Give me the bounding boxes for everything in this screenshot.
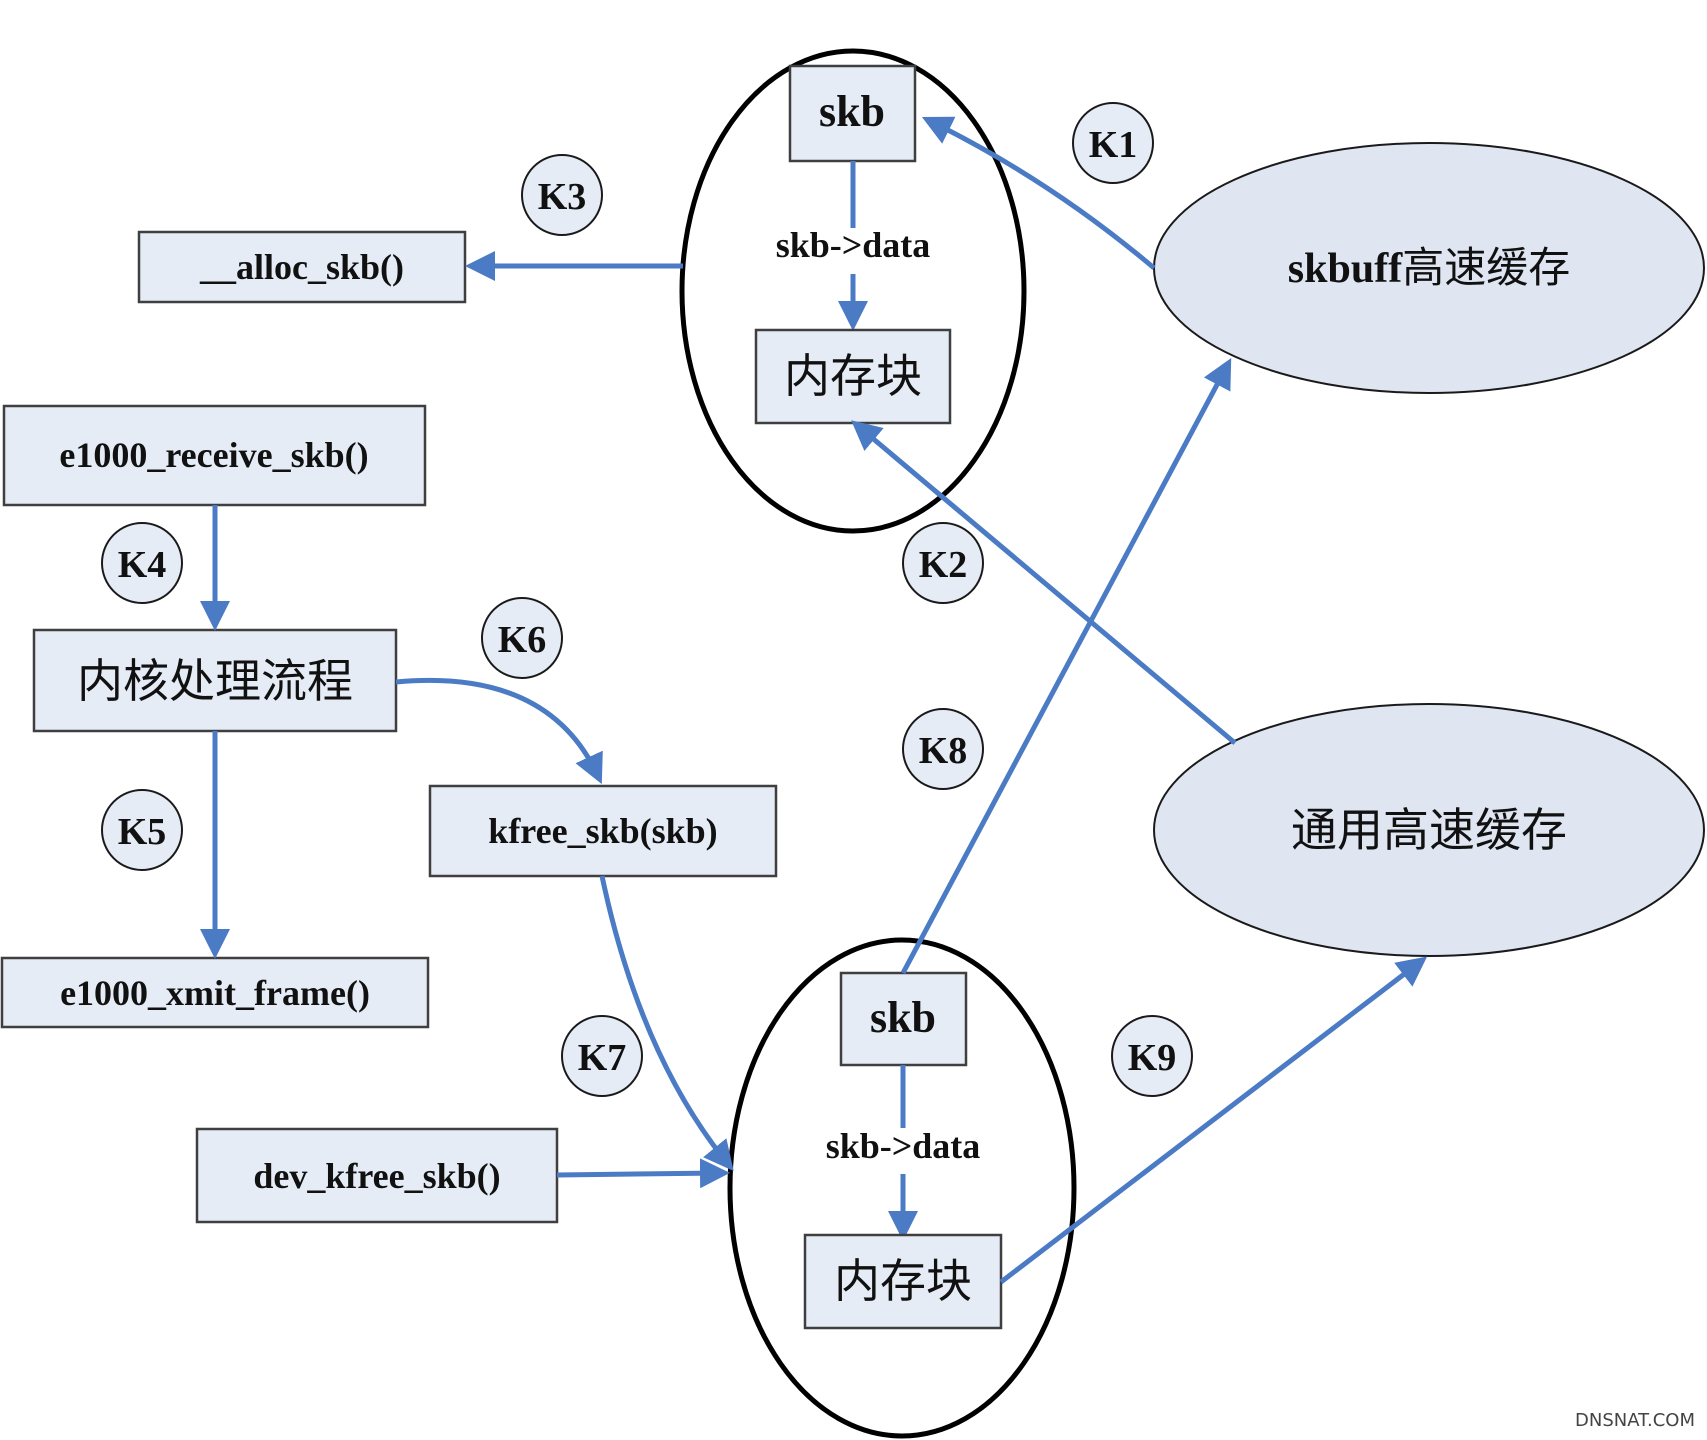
dev-kfree-skb-label: dev_kfree_skb() bbox=[253, 1156, 500, 1196]
top-memory-block-label: 内存块 bbox=[784, 349, 922, 403]
step-k5: K5 bbox=[101, 789, 183, 871]
kfree-skb-box[interactable] bbox=[428, 784, 778, 878]
step-k1: K1 bbox=[1072, 102, 1154, 184]
top-pointer-label: skb->data bbox=[776, 225, 931, 265]
top-group-outline bbox=[679, 48, 1027, 534]
receive-skb-label: e1000_receive_skb() bbox=[59, 435, 368, 475]
skbuff-cache-suffix: 高速缓存 bbox=[1402, 243, 1570, 292]
bottom-memory-block-label: 内存块 bbox=[834, 1254, 972, 1308]
dev-kfree-arrow bbox=[556, 1158, 730, 1189]
bottom-skb-group: skb skb->data 内存块 bbox=[727, 937, 1077, 1439]
k9-arrow bbox=[999, 956, 1428, 1284]
skbuff-cache-name: skbuff bbox=[1288, 246, 1403, 292]
k1-arrow bbox=[921, 116, 1156, 270]
xmit-frame-box[interactable] bbox=[0, 956, 430, 1029]
dev-kfree-skb-box[interactable] bbox=[195, 1127, 559, 1224]
bottom-pointer-label: skb->data bbox=[826, 1126, 981, 1166]
top-skb-group: skb skb->data 内存块 bbox=[679, 48, 1027, 534]
k2-arrow bbox=[851, 420, 1237, 745]
step-k4-label: K4 bbox=[118, 544, 167, 586]
step-k9-label: K9 bbox=[1128, 1037, 1177, 1079]
bottom-group-outline bbox=[727, 937, 1077, 1439]
bottom-skb-label: skb bbox=[870, 993, 936, 1042]
step-k2-label: K2 bbox=[919, 544, 968, 586]
xmit-frame-label: e1000_xmit_frame() bbox=[60, 973, 370, 1013]
kfree-skb-label: kfree_skb(skb) bbox=[488, 811, 717, 851]
step-k3: K3 bbox=[521, 154, 603, 236]
alloc-skb-box[interactable] bbox=[137, 230, 467, 304]
step-k3-label: K3 bbox=[538, 176, 587, 218]
alloc-skb-label: __alloc_skb() bbox=[199, 247, 404, 287]
bottom-memory-block[interactable] bbox=[803, 1233, 1003, 1330]
watermark-text: DNSNAT.COM bbox=[1575, 1410, 1695, 1431]
step-k5-label: K5 bbox=[118, 811, 167, 853]
step-k6: K6 bbox=[481, 597, 563, 679]
bottom-skb-box[interactable] bbox=[839, 971, 968, 1067]
step-k1-label: K1 bbox=[1089, 124, 1138, 166]
k6-arrow bbox=[395, 677, 603, 785]
step-k8-label: K8 bbox=[919, 730, 968, 772]
top-skb-label: skb bbox=[819, 87, 885, 136]
step-k8: K8 bbox=[902, 708, 984, 790]
step-k7: K7 bbox=[561, 1015, 643, 1097]
step-k6-label: K6 bbox=[498, 619, 547, 661]
kernel-flow-label: 内核处理流程 bbox=[77, 654, 353, 708]
step-k2: K2 bbox=[902, 522, 984, 604]
step-k7-label: K7 bbox=[578, 1037, 627, 1079]
step-k9: K9 bbox=[1111, 1015, 1193, 1097]
k8-arrow bbox=[900, 358, 1232, 975]
general-cache[interactable] bbox=[1153, 703, 1705, 957]
k7-arrow bbox=[599, 875, 734, 1171]
step-k4: K4 bbox=[101, 522, 183, 604]
receive-skb-box[interactable] bbox=[2, 404, 427, 507]
general-cache-label: 通用高速缓存 bbox=[1291, 803, 1567, 857]
skbuff-cache-label: skbuff高速缓存 bbox=[1288, 243, 1570, 292]
